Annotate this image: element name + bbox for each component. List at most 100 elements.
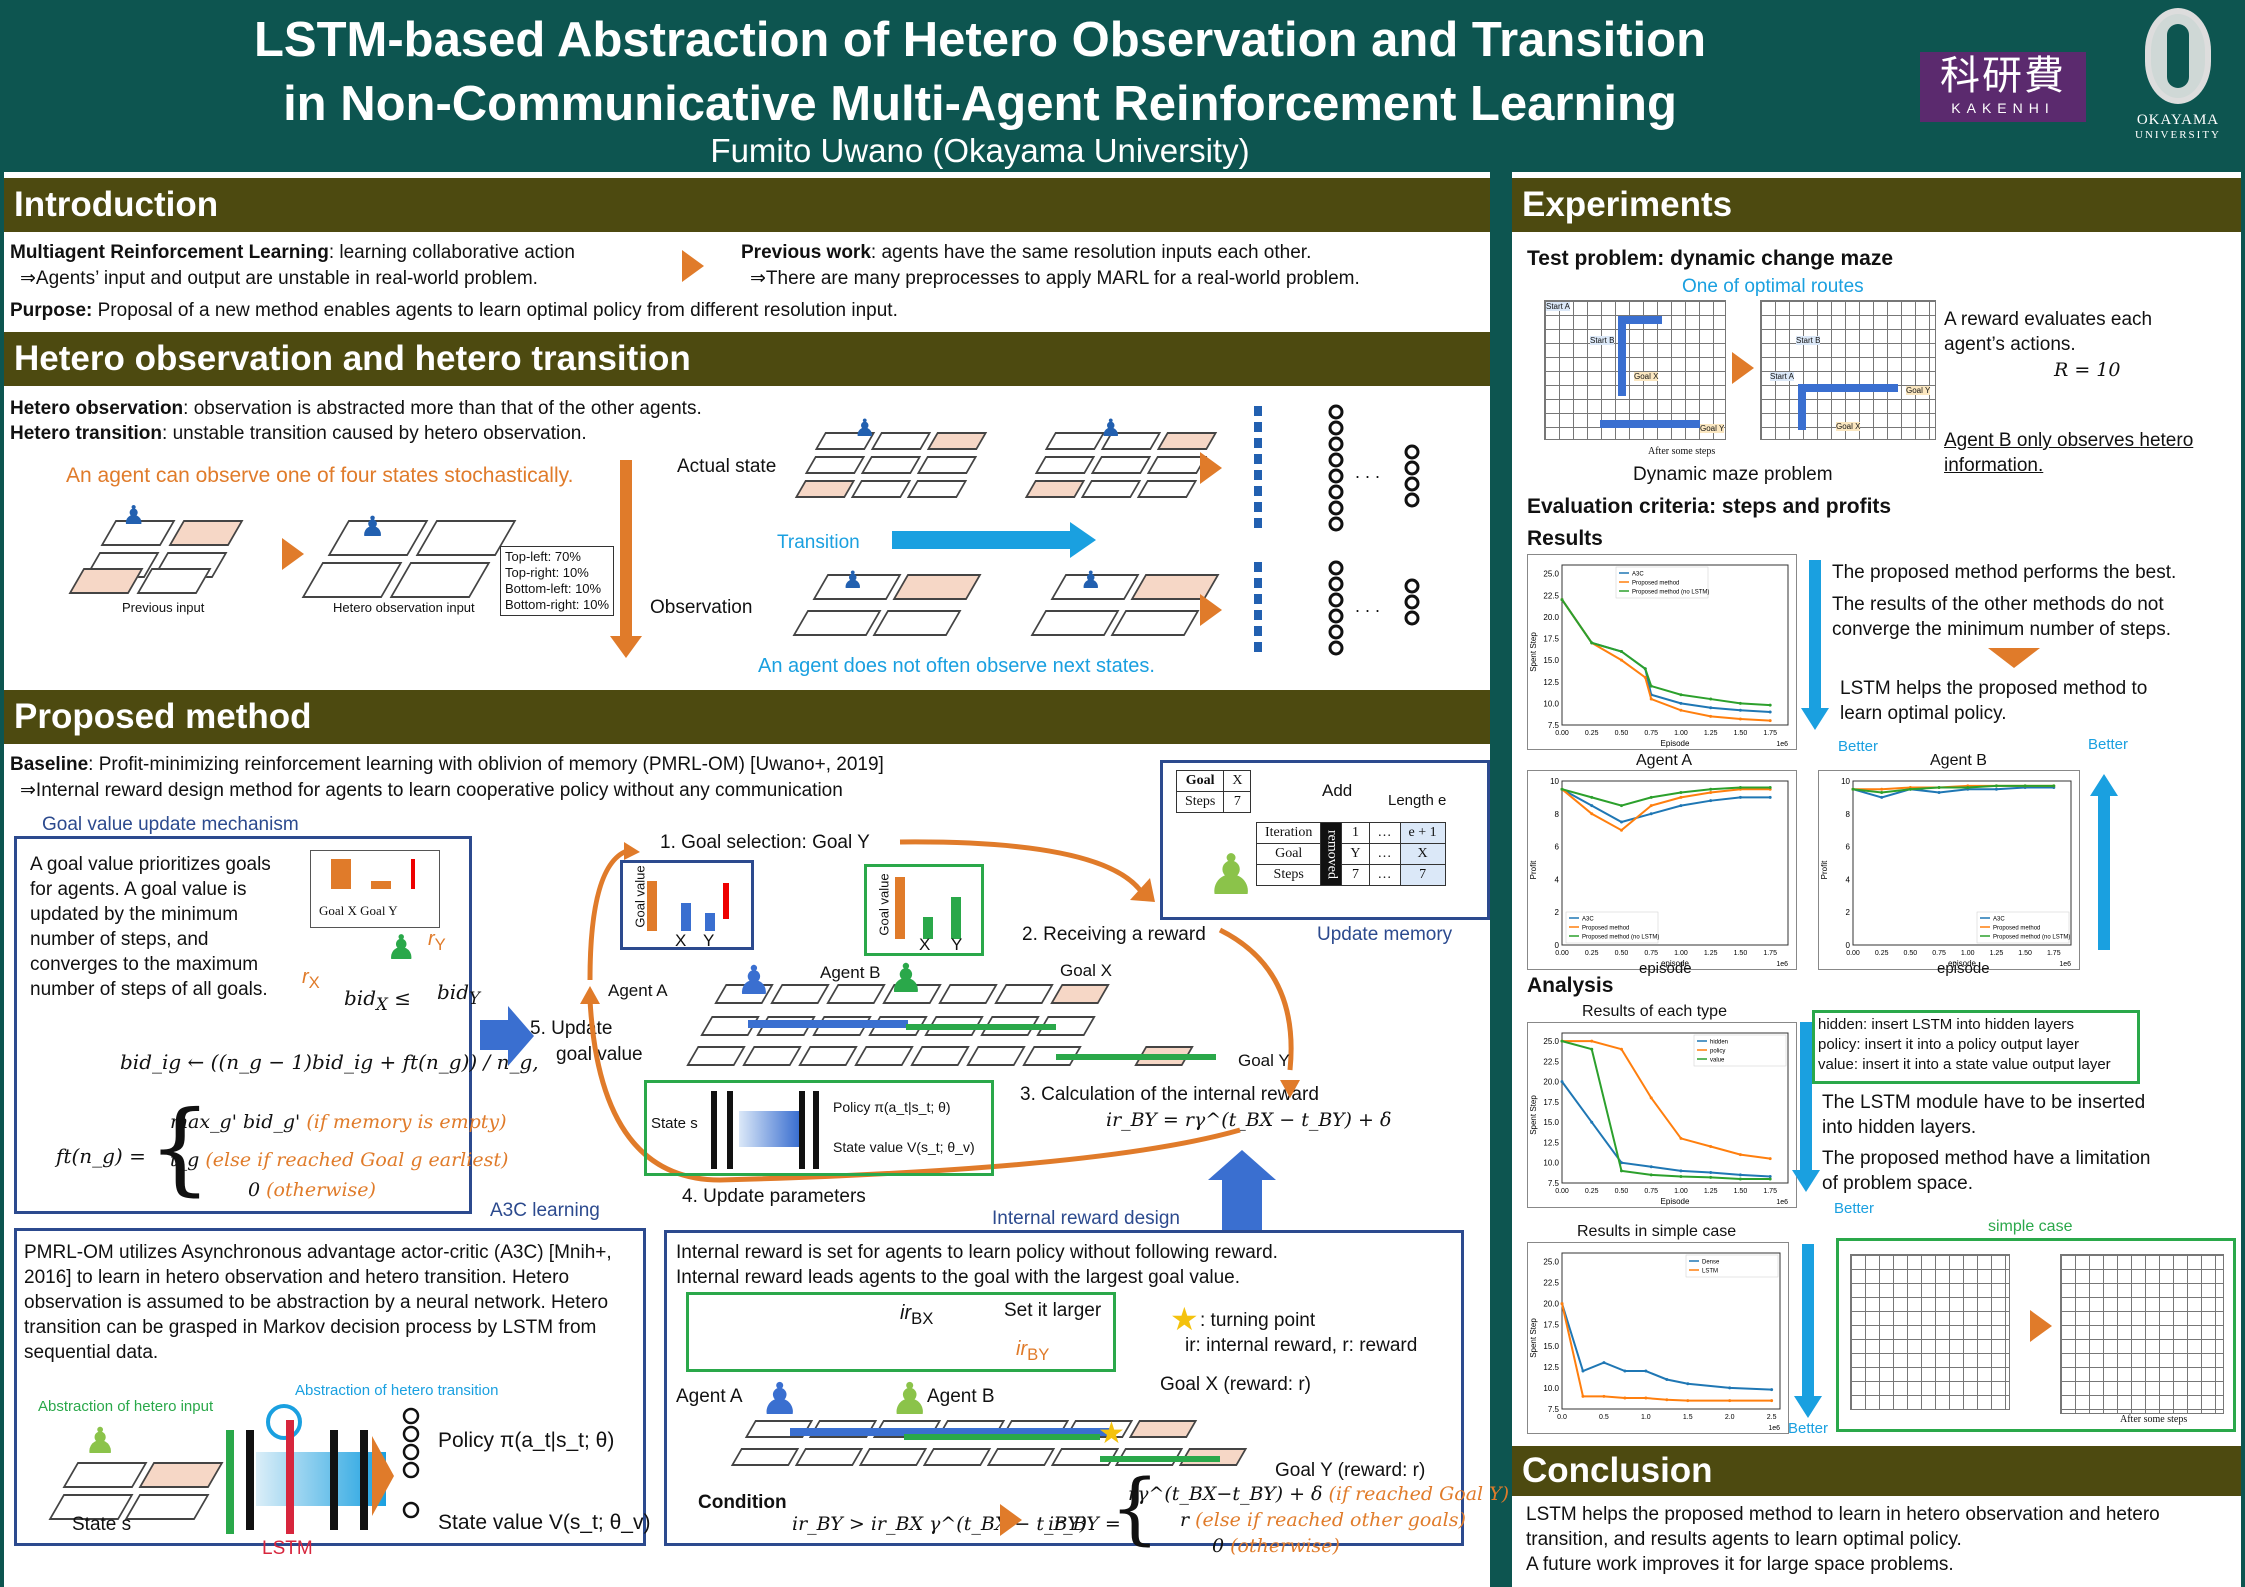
y-tick-label: 12.5: [1543, 678, 1559, 687]
data-point: [1665, 1377, 1669, 1381]
intro-prev-line: Previous work: agents have the same reso…: [741, 240, 1311, 265]
hetero-trans-line: Hetero transition: unstable transition c…: [10, 421, 587, 446]
x-tick-label: 1.00: [1674, 730, 1688, 737]
arrow-icon: [1000, 1504, 1022, 1536]
data-point: [1623, 1369, 1627, 1373]
legend-box: [1615, 566, 1709, 599]
transition-arrow-shaft: [892, 531, 1072, 549]
data-point: [1619, 1169, 1623, 1173]
conclusion-heading: Conclusion: [1512, 1446, 2241, 1496]
data-point: [1709, 1145, 1713, 1149]
better-down-arrow-icon: [1794, 1396, 1822, 1418]
y-tick-label: 12.5: [1543, 1363, 1559, 1372]
orange-down-arrow-icon: [1988, 648, 2040, 668]
legend-box: [1976, 911, 2070, 944]
data-point: [1738, 701, 1742, 705]
y-tick-label: 20.0: [1543, 613, 1559, 622]
ird-case3: 0 (otherwise): [1212, 1535, 1340, 1557]
condition-label: Condition: [698, 1492, 787, 1513]
data-point: [1679, 790, 1683, 794]
ft-case2: t_g (else if reached Goal g earliest): [170, 1149, 509, 1171]
ana-text2a: The proposed method have a limitation: [1822, 1148, 2151, 1169]
x-tick-label: 1.00: [1961, 950, 1975, 957]
data-point: [1679, 795, 1683, 799]
x-tick-label: 0.50: [1615, 1188, 1629, 1195]
goal-value-mini-chart: Goal X Goal Y: [310, 850, 440, 928]
series-line-0: [1852, 786, 2054, 799]
arrow-icon: [1200, 594, 1222, 626]
route-b: [1600, 420, 1700, 428]
legend-entry: Proposed method (no LSTM): [1632, 590, 1709, 596]
policy-label: Policy π(a_t|s_t; θ): [833, 1099, 951, 1115]
y-tick-label: 7.5: [1548, 721, 1560, 730]
y-tick-label: 0: [1555, 941, 1560, 950]
brace-icon: {: [148, 1089, 212, 1206]
x-multiplier-label: 1e6: [1776, 961, 1788, 968]
x-label: X: [675, 931, 687, 950]
maze-start-b: Start B: [1796, 336, 1821, 345]
x-axis-label: Episode: [1661, 1197, 1690, 1206]
data-point: [1619, 1047, 1623, 1051]
ft-case1: max_g' bid_g' (if memory is empty): [170, 1111, 507, 1133]
goal-value-title: Goal value update mechanism: [42, 814, 299, 835]
data-point: [1619, 658, 1623, 662]
data-point: [1686, 1399, 1690, 1403]
agent-a-icon: ♟: [760, 1375, 800, 1424]
arrow-shaft: [480, 1020, 510, 1050]
hidden-note: hidden: insert LSTM into hidden layers: [1818, 1016, 2074, 1033]
x-tick-label: 0.00: [1555, 1188, 1569, 1195]
maze-goal-x: Goal X: [1836, 422, 1861, 431]
neural-network-icon: [1254, 404, 1420, 532]
step3-label: 3. Calculation of the internal reward: [1020, 1084, 1319, 1105]
data-point: [1590, 641, 1594, 645]
data-point: [1709, 714, 1713, 718]
reward-text-2: agent’s actions.: [1944, 334, 2076, 355]
x-tick-label: 0.25: [1875, 950, 1889, 957]
legend-entry: A3C: [1632, 572, 1644, 578]
agent-icon: ♟: [1206, 843, 1257, 906]
bid-y: bidY: [437, 980, 481, 1008]
conclusion-text1: LSTM helps the proposed method to learn …: [1526, 1504, 2160, 1550]
series-line-0: [1561, 788, 1771, 824]
maze-before: [1544, 300, 1726, 440]
green-bracket: [226, 1430, 234, 1534]
blue-arrow-icon: [508, 1006, 534, 1066]
x-axis-label: Episode: [1661, 739, 1690, 748]
ird-box: [664, 1230, 1464, 1546]
reward-y-label: rY: [428, 928, 446, 954]
data-point: [1560, 787, 1564, 791]
ft-case3: 0 (otherwise): [248, 1179, 376, 1201]
ir-legend: ir: internal reward, r: reward: [1185, 1335, 1418, 1356]
x-tick-label: 1.50: [2018, 950, 2032, 957]
results-each-label: Results of each type: [1582, 1003, 1727, 1020]
step4-label: 4. Update parameters: [682, 1186, 866, 1207]
data-point: [1880, 790, 1884, 794]
a3c-learning-label: A3C learning: [490, 1200, 600, 1221]
data-point: [1560, 1302, 1564, 1306]
column-divider: [1490, 172, 1512, 1587]
data-point: [1728, 1386, 1732, 1390]
data-point: [1880, 795, 1884, 799]
data-point: [1738, 1173, 1742, 1177]
data-point: [1590, 795, 1594, 799]
data-point: [1908, 787, 1912, 791]
goal-value-text: A goal value prioritizes goals for agent…: [30, 854, 271, 1000]
state-value-label: State value V(s_t; θ_v): [833, 1139, 975, 1155]
cycle-arrows: [580, 839, 1300, 1183]
data-point: [1738, 786, 1742, 790]
intro-arrow-icon: [682, 250, 704, 282]
x-tick-label: 0.00: [1846, 950, 1860, 957]
data-point: [1994, 784, 1998, 788]
data-point: [1709, 787, 1713, 791]
data-point: [1560, 1039, 1564, 1043]
y-tick-label: 15.0: [1543, 1118, 1559, 1127]
series-line-0: [1561, 1303, 1772, 1391]
prob-bottom-left: Bottom-left: 10%: [505, 581, 602, 596]
ir-by-label: irBY: [1016, 1338, 1050, 1364]
network-box: State s Policy π(a_t|s_t; θ) State value…: [644, 1080, 994, 1176]
y-tick-label: 4: [1555, 875, 1560, 884]
data-point: [1649, 804, 1653, 808]
legend-entry: Proposed method: [1632, 581, 1679, 587]
